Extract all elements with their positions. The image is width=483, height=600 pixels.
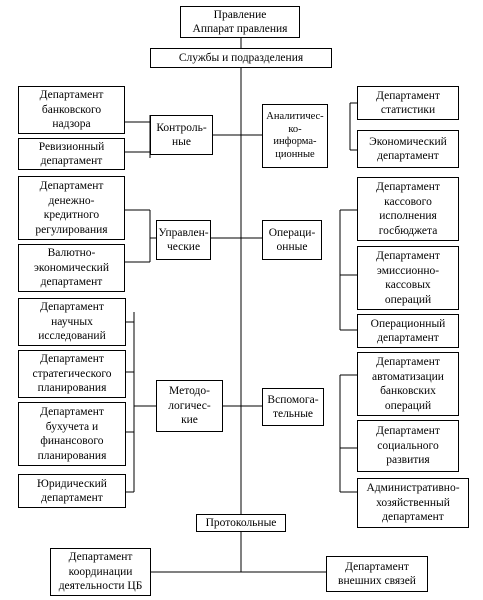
strategic-planning-label: Департамент стратегического планирования bbox=[32, 353, 112, 395]
automation-department-label: Департамент автоматизации банковских опе… bbox=[372, 356, 444, 412]
legal-department-box: Юридический департамент bbox=[18, 474, 126, 508]
operational-group-label: Операци- онные bbox=[268, 226, 316, 254]
analytical-group-box: Аналитичес- ко- информа- ционные bbox=[262, 104, 328, 168]
board-box: Правление Аппарат правления bbox=[180, 6, 300, 38]
social-development-label: Департамент социального развития bbox=[376, 425, 440, 467]
monetary-credit-label: Департамент денежно- кредитного регулиро… bbox=[35, 180, 108, 236]
cash-budget-label: Департамент кассового исполнения госбюдж… bbox=[376, 181, 440, 237]
research-department-box: Департамент научных исследований bbox=[18, 298, 126, 346]
cb-coordination-label: Департамент координации деятельности ЦБ bbox=[58, 551, 143, 593]
monetary-credit-box: Департамент денежно- кредитного регулиро… bbox=[18, 176, 125, 240]
control-group-box: Контроль- ные bbox=[150, 115, 213, 155]
economic-department-label: Экономический департамент bbox=[369, 135, 447, 163]
emission-cash-box: Департамент эмиссионно- кассовых операци… bbox=[357, 246, 459, 310]
research-department-label: Департамент научных исследований bbox=[38, 301, 106, 343]
management-group-label: Управлен- ческие bbox=[158, 226, 209, 254]
control-group-label: Контроль- ные bbox=[156, 121, 207, 149]
services-label: Службы и подразделения bbox=[178, 51, 304, 64]
cb-coordination-box: Департамент координации деятельности ЦБ bbox=[50, 548, 151, 596]
accounting-finance-box: Департамент бухучета и финансового плани… bbox=[18, 402, 126, 466]
banking-supervision-box: Департамент банковского надзора bbox=[18, 86, 125, 134]
operational-group-box: Операци- онные bbox=[262, 220, 322, 260]
accounting-finance-label: Департамент бухучета и финансового плани… bbox=[37, 406, 107, 462]
statistics-department-box: Департамент статистики bbox=[357, 86, 459, 120]
audit-department-box: Ревизионный департамент bbox=[18, 138, 125, 170]
fx-economic-label: Валютно- экономический департамент bbox=[34, 247, 109, 289]
external-relations-label: Департамент внешних связей bbox=[338, 560, 416, 588]
auxiliary-group-box: Вспомога- тельные bbox=[262, 388, 324, 426]
statistics-department-label: Департамент статистики bbox=[376, 89, 440, 117]
analytical-group-label: Аналитичес- ко- информа- ционные bbox=[266, 111, 324, 160]
operations-department-label: Операционный департамент bbox=[370, 317, 446, 345]
methodological-group-box: Методо- логичес- кие bbox=[156, 380, 223, 432]
auxiliary-group-label: Вспомога- тельные bbox=[267, 393, 319, 421]
admin-economic-box: Административно- хозяйственный департаме… bbox=[357, 478, 469, 528]
services-box: Службы и подразделения bbox=[150, 48, 332, 68]
protocol-label: Протокольные bbox=[205, 516, 277, 529]
strategic-planning-box: Департамент стратегического планирования bbox=[18, 350, 126, 398]
operations-department-box: Операционный департамент bbox=[357, 314, 459, 348]
emission-cash-label: Департамент эмиссионно- кассовых операци… bbox=[376, 250, 440, 306]
board-label: Правление Аппарат правления bbox=[192, 8, 288, 36]
social-development-box: Департамент социального развития bbox=[357, 420, 459, 472]
legal-department-label: Юридический департамент bbox=[37, 477, 107, 505]
methodological-group-label: Методо- логичес- кие bbox=[168, 385, 211, 427]
external-relations-box: Департамент внешних связей bbox=[326, 556, 428, 592]
banking-supervision-label: Департамент банковского надзора bbox=[39, 89, 104, 131]
cash-budget-box: Департамент кассового исполнения госбюдж… bbox=[357, 177, 459, 241]
automation-department-box: Департамент автоматизации банковских опе… bbox=[357, 352, 459, 416]
protocol-box: Протокольные bbox=[196, 514, 286, 532]
audit-department-label: Ревизионный департамент bbox=[38, 140, 105, 168]
admin-economic-label: Административно- хозяйственный департаме… bbox=[366, 482, 460, 524]
management-group-box: Управлен- ческие bbox=[156, 220, 211, 260]
fx-economic-box: Валютно- экономический департамент bbox=[18, 244, 125, 292]
economic-department-box: Экономический департамент bbox=[357, 130, 459, 168]
